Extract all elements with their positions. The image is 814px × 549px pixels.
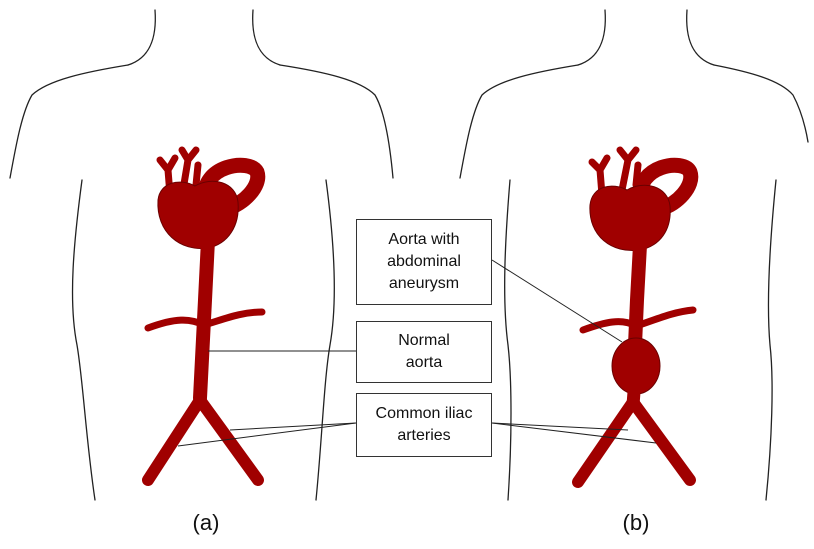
label-aneurysm: Aorta with abdominal aneurysm <box>356 219 492 305</box>
label-normal-aorta: Normal aorta <box>356 321 492 383</box>
shoulder-right-b <box>714 65 808 142</box>
label-aneurysm-line2: abdominal <box>387 251 461 273</box>
neck-right-a <box>253 10 280 65</box>
leader-iliac-a-lower <box>178 423 356 446</box>
shoulder-left-b <box>460 65 578 178</box>
leader-aneurysm <box>492 260 622 342</box>
circulatory-system-a <box>148 150 262 480</box>
iliac-arteries-b <box>578 402 690 482</box>
aorta-b <box>635 245 640 345</box>
panel-label-b: (b) <box>596 510 676 536</box>
neck-right-b <box>687 10 714 65</box>
torso-left-a <box>73 180 95 500</box>
leader-iliac-b-lower <box>492 423 656 443</box>
panel-label-a: (a) <box>166 510 246 536</box>
torso-right-b <box>766 180 776 500</box>
leader-iliac-b-upper <box>492 423 628 430</box>
leader-iliac-a-upper <box>230 423 356 430</box>
label-iliac-line2: arteries <box>397 425 450 447</box>
label-normal-line2: aorta <box>406 352 442 374</box>
neck-left-a <box>128 10 155 65</box>
aorta-a <box>200 240 208 398</box>
shoulder-left-a <box>10 65 128 178</box>
iliac-arteries-a <box>148 400 258 480</box>
shoulder-right-a <box>280 65 393 178</box>
heart-b <box>590 185 670 250</box>
label-iliac-line1: Common iliac <box>376 403 473 425</box>
torso-left-b <box>505 180 511 500</box>
heart-a <box>158 181 238 248</box>
label-normal-line1: Normal <box>398 330 450 352</box>
aneurysm-b <box>612 338 660 394</box>
circulatory-system-b <box>578 150 693 482</box>
label-iliac-arteries: Common iliac arteries <box>356 393 492 457</box>
label-aneurysm-line1: Aorta with <box>388 229 459 251</box>
torso-right-a <box>316 180 334 500</box>
neck-left-b <box>578 10 605 65</box>
label-aneurysm-line3: aneurysm <box>389 273 459 295</box>
